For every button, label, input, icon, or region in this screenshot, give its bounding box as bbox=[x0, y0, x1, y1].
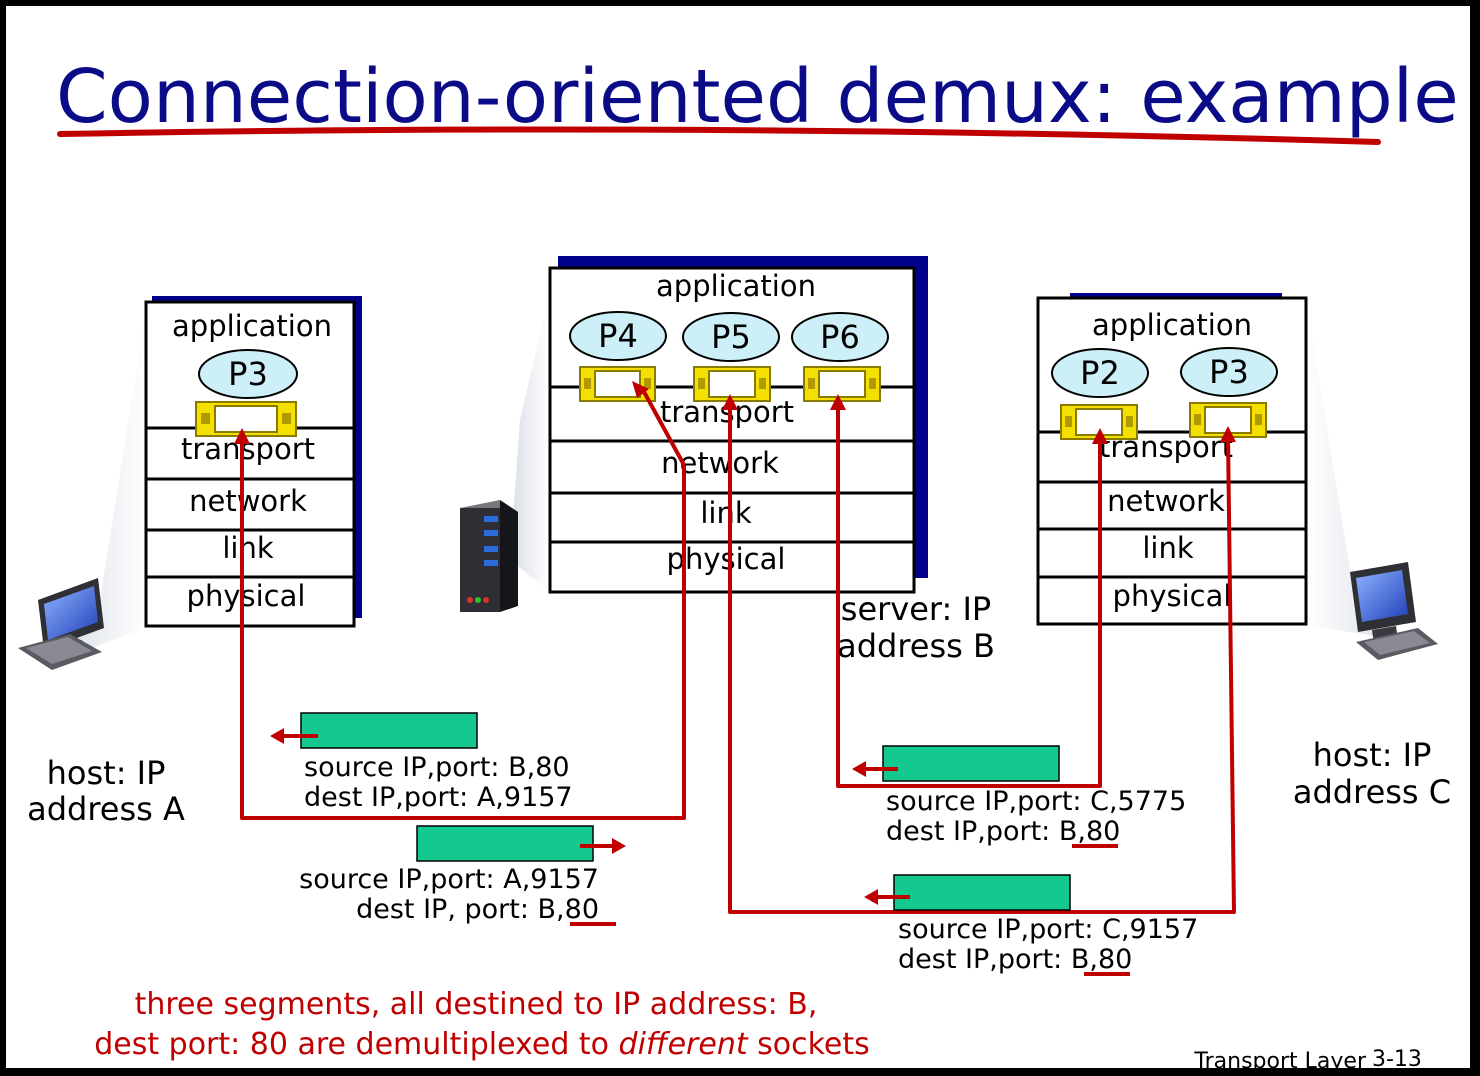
segment-c5775-to-b bbox=[852, 745, 1060, 782]
host-a-layer-application: application bbox=[172, 309, 332, 343]
segment-4-source: source IP,port: C,9157 bbox=[898, 914, 1198, 945]
host-a-layer-physical: physical bbox=[187, 579, 306, 613]
host-c-layer-network: network bbox=[1107, 484, 1225, 518]
host-c-layer-physical: physical bbox=[1113, 579, 1232, 613]
host-c-layer-application: application bbox=[1092, 308, 1252, 342]
arrowhead-p4 bbox=[632, 381, 649, 398]
svg-text:P5: P5 bbox=[711, 318, 751, 356]
route-a-b-p4-entry bbox=[641, 389, 686, 466]
host-a-label-line1: host: IP bbox=[47, 754, 166, 792]
server-socket-p5 bbox=[693, 366, 771, 402]
arrowhead-p3 bbox=[1220, 426, 1236, 442]
title-underline bbox=[57, 126, 1381, 145]
svg-text:P3: P3 bbox=[228, 355, 268, 393]
host-c-label-line2: address C bbox=[1293, 773, 1451, 811]
host-c-computer-icon bbox=[1350, 562, 1438, 660]
server-label-line1: server: IP bbox=[841, 590, 991, 628]
host-a-computer-icon bbox=[18, 578, 104, 670]
arrowhead-p5 bbox=[722, 394, 738, 410]
svg-text:P6: P6 bbox=[820, 318, 860, 356]
host-c-process-p3: P3 bbox=[1180, 347, 1278, 397]
server-layer-link: link bbox=[700, 496, 751, 530]
footer-label: Transport Layer bbox=[1193, 1049, 1367, 1074]
host-c-layer-link: link bbox=[1142, 531, 1193, 565]
segment-1-dest: dest IP,port: A,9157 bbox=[304, 782, 573, 813]
arrowhead-p2 bbox=[1092, 428, 1108, 444]
host-a-layer-transport: transport bbox=[181, 432, 315, 466]
host-c-label-line1: host: IP bbox=[1313, 736, 1432, 774]
host-a-beam bbox=[58, 310, 146, 660]
segment-b-to-a bbox=[270, 712, 478, 749]
segment-1-source: source IP,port: B,80 bbox=[304, 752, 570, 783]
segment-2-dest: dest IP, port: B,80 bbox=[356, 894, 599, 925]
server-socket-p4 bbox=[579, 366, 656, 402]
host-a-layer-link: link bbox=[222, 531, 273, 565]
footer-page-number: 3-13 bbox=[1372, 1047, 1422, 1072]
svg-text:P4: P4 bbox=[598, 317, 638, 355]
host-a-socket bbox=[195, 401, 297, 437]
server-label-line2: address B bbox=[837, 627, 995, 665]
host-a-process-p3: P3 bbox=[198, 349, 298, 399]
segment-4-dest: dest IP,port: B,80 bbox=[898, 944, 1132, 975]
arrowhead-p6 bbox=[830, 394, 846, 410]
server-process-p5: P5 bbox=[682, 312, 780, 362]
segment-3-dest: dest IP,port: B,80 bbox=[886, 816, 1120, 847]
host-c-stack: application transport network link physi… bbox=[1036, 293, 1308, 626]
svg-text:P3: P3 bbox=[1209, 353, 1249, 391]
segment-a-to-b bbox=[416, 825, 626, 862]
server-layer-physical: physical bbox=[667, 542, 786, 576]
slide-title: Connection-oriented demux: example bbox=[56, 54, 1459, 140]
host-a-stack: application transport network link physi… bbox=[144, 296, 362, 628]
server-stack: application transport network link physi… bbox=[548, 256, 928, 594]
note-line-2-emphasis: different bbox=[619, 1027, 749, 1062]
server-tower-icon bbox=[460, 500, 518, 612]
note-line-1: three segments, all destined to IP addre… bbox=[135, 987, 818, 1022]
server-process-p4: P4 bbox=[569, 311, 667, 361]
note-line-2-prefix: dest port: 80 are demultiplexed to bbox=[94, 1027, 618, 1062]
server-beam bbox=[510, 300, 548, 590]
arrowhead-host-a bbox=[234, 428, 250, 444]
host-c-beam bbox=[1306, 298, 1400, 640]
route-c5775-p6 bbox=[836, 404, 1102, 788]
svg-text:P2: P2 bbox=[1080, 354, 1120, 392]
note-line-2-suffix: sockets bbox=[748, 1027, 870, 1062]
route-c9157-p5 bbox=[728, 404, 1236, 914]
segment-2-source: source IP,port: A,9157 bbox=[299, 864, 599, 895]
host-a-layer-network: network bbox=[189, 484, 307, 518]
server-process-p6: P6 bbox=[791, 312, 889, 362]
segment-c9157-to-b bbox=[864, 874, 1071, 911]
route-a-b-p4 bbox=[240, 438, 686, 820]
host-a-label-line2: address A bbox=[27, 790, 185, 828]
note-line-2: dest port: 80 are demultiplexed to diffe… bbox=[94, 1027, 870, 1062]
segment-3-source: source IP,port: C,5775 bbox=[886, 786, 1186, 817]
server-layer-network: network bbox=[661, 446, 779, 480]
server-layer-application: application bbox=[656, 269, 816, 303]
host-c-process-p2: P2 bbox=[1051, 348, 1149, 398]
server-socket-p6 bbox=[803, 366, 881, 402]
